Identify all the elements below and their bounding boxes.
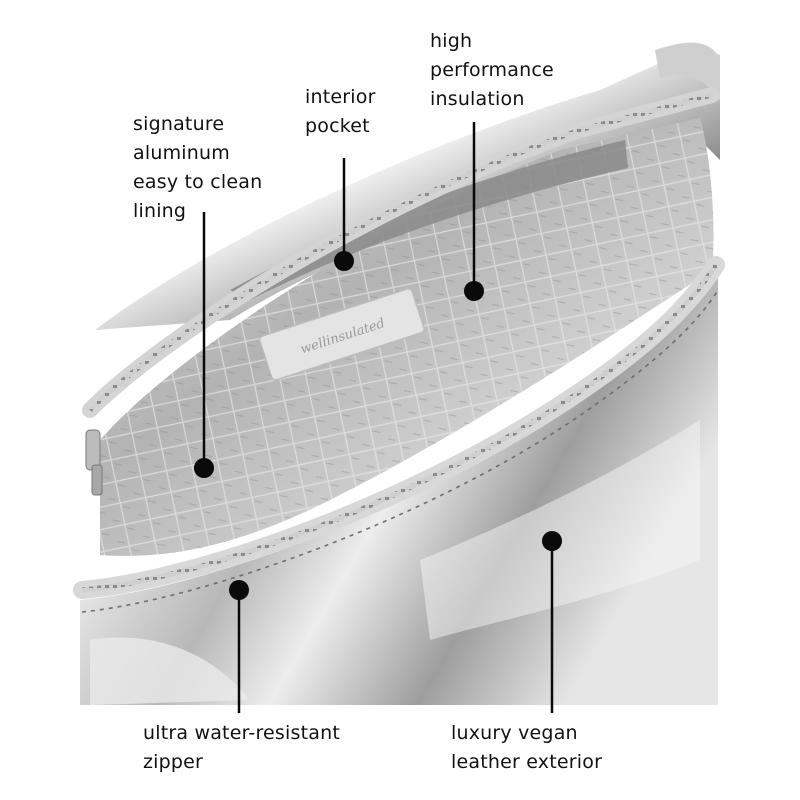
callout-leaders — [202, 122, 554, 713]
callout-lining: signature aluminum easy to clean lining — [133, 113, 263, 222]
marker-zipper — [229, 580, 249, 600]
bag-exterior-back — [95, 45, 720, 330]
marker-interior-pocket — [334, 251, 354, 271]
callout-insulation: high performance insulation — [430, 30, 554, 110]
callout-markers — [194, 251, 562, 600]
callout-exterior: luxury vegan leather exterior — [451, 722, 603, 773]
marker-insulation — [464, 281, 484, 301]
front-stitching — [81, 289, 719, 613]
marker-lining — [194, 458, 214, 478]
callout-interior-pocket: interior pocket — [305, 86, 376, 137]
zipper-pull — [85, 429, 103, 496]
interior-pocket-panel — [230, 140, 628, 300]
marker-exterior — [542, 531, 562, 551]
callout-zipper: ultra water-resistant zipper — [143, 722, 340, 773]
bag-handle — [655, 42, 720, 100]
